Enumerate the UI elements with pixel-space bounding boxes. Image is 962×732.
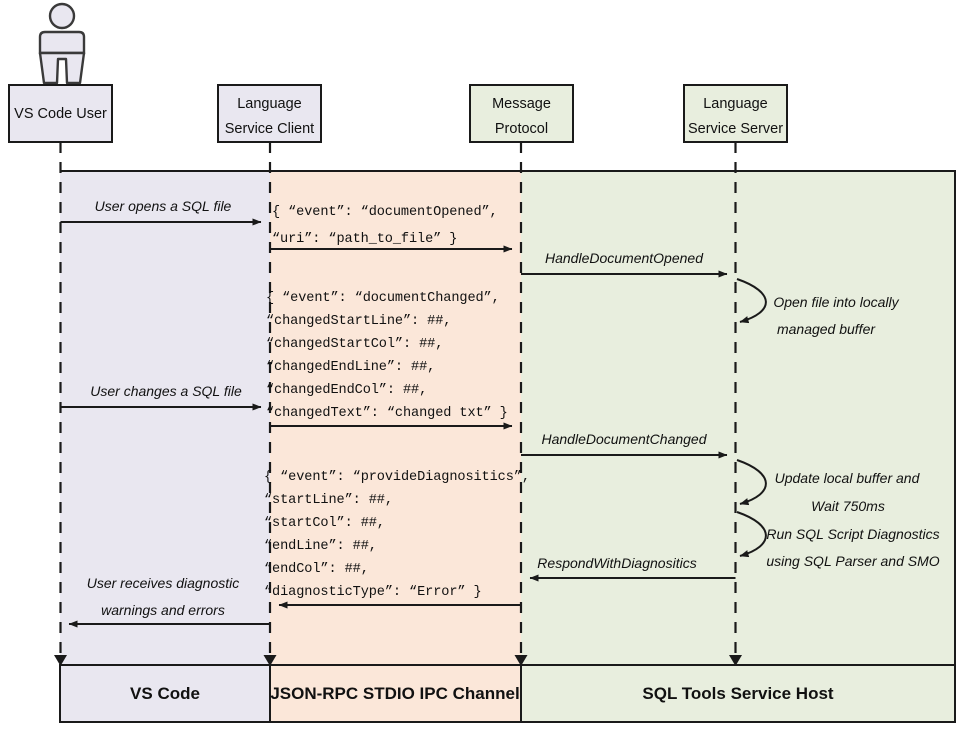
participant-label-message-protocol-line1: Message bbox=[492, 96, 551, 112]
message-label-user-receives-diagnostics-line1: User receives diagnostic bbox=[87, 575, 240, 591]
participant-label-message-protocol-line2: Protocol bbox=[495, 121, 548, 137]
message-label-handle-document-changed: HandleDocumentChanged bbox=[542, 431, 708, 447]
message-handle-document-opened[interactable]: HandleDocumentOpened bbox=[521, 250, 728, 278]
message-label-user-changes-file: User changes a SQL file bbox=[90, 383, 242, 399]
json-line: { “event”: “documentOpened”, bbox=[272, 205, 498, 220]
note-run-diagnostics-line2: using SQL Parser and SMO bbox=[766, 553, 939, 569]
json-line: “changedEndCol”: ##, bbox=[266, 383, 427, 398]
message-label-user-receives-diagnostics-line2: warnings and errors bbox=[101, 602, 225, 618]
participant-label-language-service-server-line2: Service Server bbox=[688, 121, 783, 137]
json-line: “uri”: “path_to_file” } bbox=[272, 232, 457, 247]
note-update-buffer-line1: Update local buffer and bbox=[775, 470, 921, 486]
footer-jsonrpc[interactable]: JSON-RPC STDIO IPC Channel bbox=[269, 664, 522, 723]
message-handle-document-changed[interactable]: HandleDocumentChanged bbox=[521, 431, 728, 459]
json-line: “changedEndLine”: ##, bbox=[266, 360, 435, 375]
message-user-receives-diagnostics[interactable]: User receives diagnostic warnings and er… bbox=[68, 575, 270, 628]
json-payload-document-changed: { “event”: “documentChanged”, “changedSt… bbox=[266, 291, 508, 421]
json-line: “diagnosticType”: “Error” } bbox=[264, 585, 482, 600]
participant-label-language-service-client-line2: Service Client bbox=[225, 121, 314, 137]
person-icon bbox=[38, 2, 86, 85]
participant-label-language-service-client-line1: Language bbox=[237, 96, 302, 112]
json-line: “endCol”: ##, bbox=[264, 562, 369, 577]
lifeline-terminators bbox=[54, 655, 742, 666]
json-line: { “event”: “documentChanged”, bbox=[266, 291, 500, 306]
lane-band-vscode bbox=[60, 171, 270, 665]
footer-label-jsonrpc: JSON-RPC STDIO IPC Channel bbox=[270, 684, 519, 703]
participant-label-language-service-server-line1: Language bbox=[703, 96, 768, 112]
self-loop-update-buffer[interactable]: Update local buffer and Wait 750ms bbox=[736, 459, 921, 514]
self-loop-open-file[interactable]: Open file into locally managed buffer bbox=[736, 278, 900, 337]
json-payload-document-opened: { “event”: “documentOpened”, “uri”: “pat… bbox=[272, 205, 498, 247]
footer-vs-code[interactable]: VS Code bbox=[59, 664, 271, 723]
self-loop-run-diagnostics[interactable]: Run SQL Script Diagnostics using SQL Par… bbox=[736, 511, 940, 569]
lane-band-server bbox=[521, 171, 955, 665]
lifelines bbox=[59, 142, 737, 660]
message-label-user-opens-file: User opens a SQL file bbox=[95, 198, 232, 214]
json-payload-provide-diagnositics: { “event”: “provideDiagnositics”, “start… bbox=[264, 470, 530, 600]
participant-label-vs-code-user: VS Code User bbox=[14, 106, 107, 122]
note-run-diagnostics-line1: Run SQL Script Diagnostics bbox=[766, 526, 939, 542]
message-user-changes-file[interactable]: User changes a SQL file bbox=[60, 383, 262, 411]
note-open-file-line1: Open file into locally bbox=[773, 294, 899, 310]
message-label-handle-document-opened: HandleDocumentOpened bbox=[545, 250, 704, 266]
json-line: “endLine”: ##, bbox=[264, 539, 377, 554]
note-open-file-line2: managed buffer bbox=[777, 321, 876, 337]
participant-header-message-protocol[interactable]: Message Protocol bbox=[469, 84, 574, 143]
lane-band-ipc bbox=[270, 171, 521, 665]
json-line: { “event”: “provideDiagnositics”, bbox=[264, 470, 530, 485]
json-line: “changedStartLine”: ##, bbox=[266, 314, 451, 329]
note-update-buffer-line2: Wait 750ms bbox=[811, 498, 885, 514]
json-line: “startLine”: ##, bbox=[264, 493, 393, 508]
footer-label-vs-code: VS Code bbox=[130, 684, 200, 703]
json-line: “changedText”: “changed txt” } bbox=[266, 406, 508, 421]
participant-header-language-service-client[interactable]: Language Service Client bbox=[217, 84, 322, 143]
message-user-opens-file[interactable]: User opens a SQL file bbox=[60, 198, 262, 226]
lane-bands bbox=[60, 170, 956, 666]
json-line: “startCol”: ##, bbox=[264, 516, 385, 531]
participant-header-language-service-server[interactable]: Language Service Server bbox=[683, 84, 788, 143]
participant-header-vs-code-user[interactable]: VS Code User bbox=[8, 84, 113, 143]
json-line: “changedStartCol”: ##, bbox=[266, 337, 443, 352]
message-respond-with-diagnositics[interactable]: RespondWithDiagnositics bbox=[529, 555, 736, 582]
message-label-respond-with-diagnositics: RespondWithDiagnositics bbox=[537, 555, 696, 571]
footer-label-sql-tools: SQL Tools Service Host bbox=[642, 684, 833, 703]
footer-sql-tools[interactable]: SQL Tools Service Host bbox=[520, 664, 956, 723]
